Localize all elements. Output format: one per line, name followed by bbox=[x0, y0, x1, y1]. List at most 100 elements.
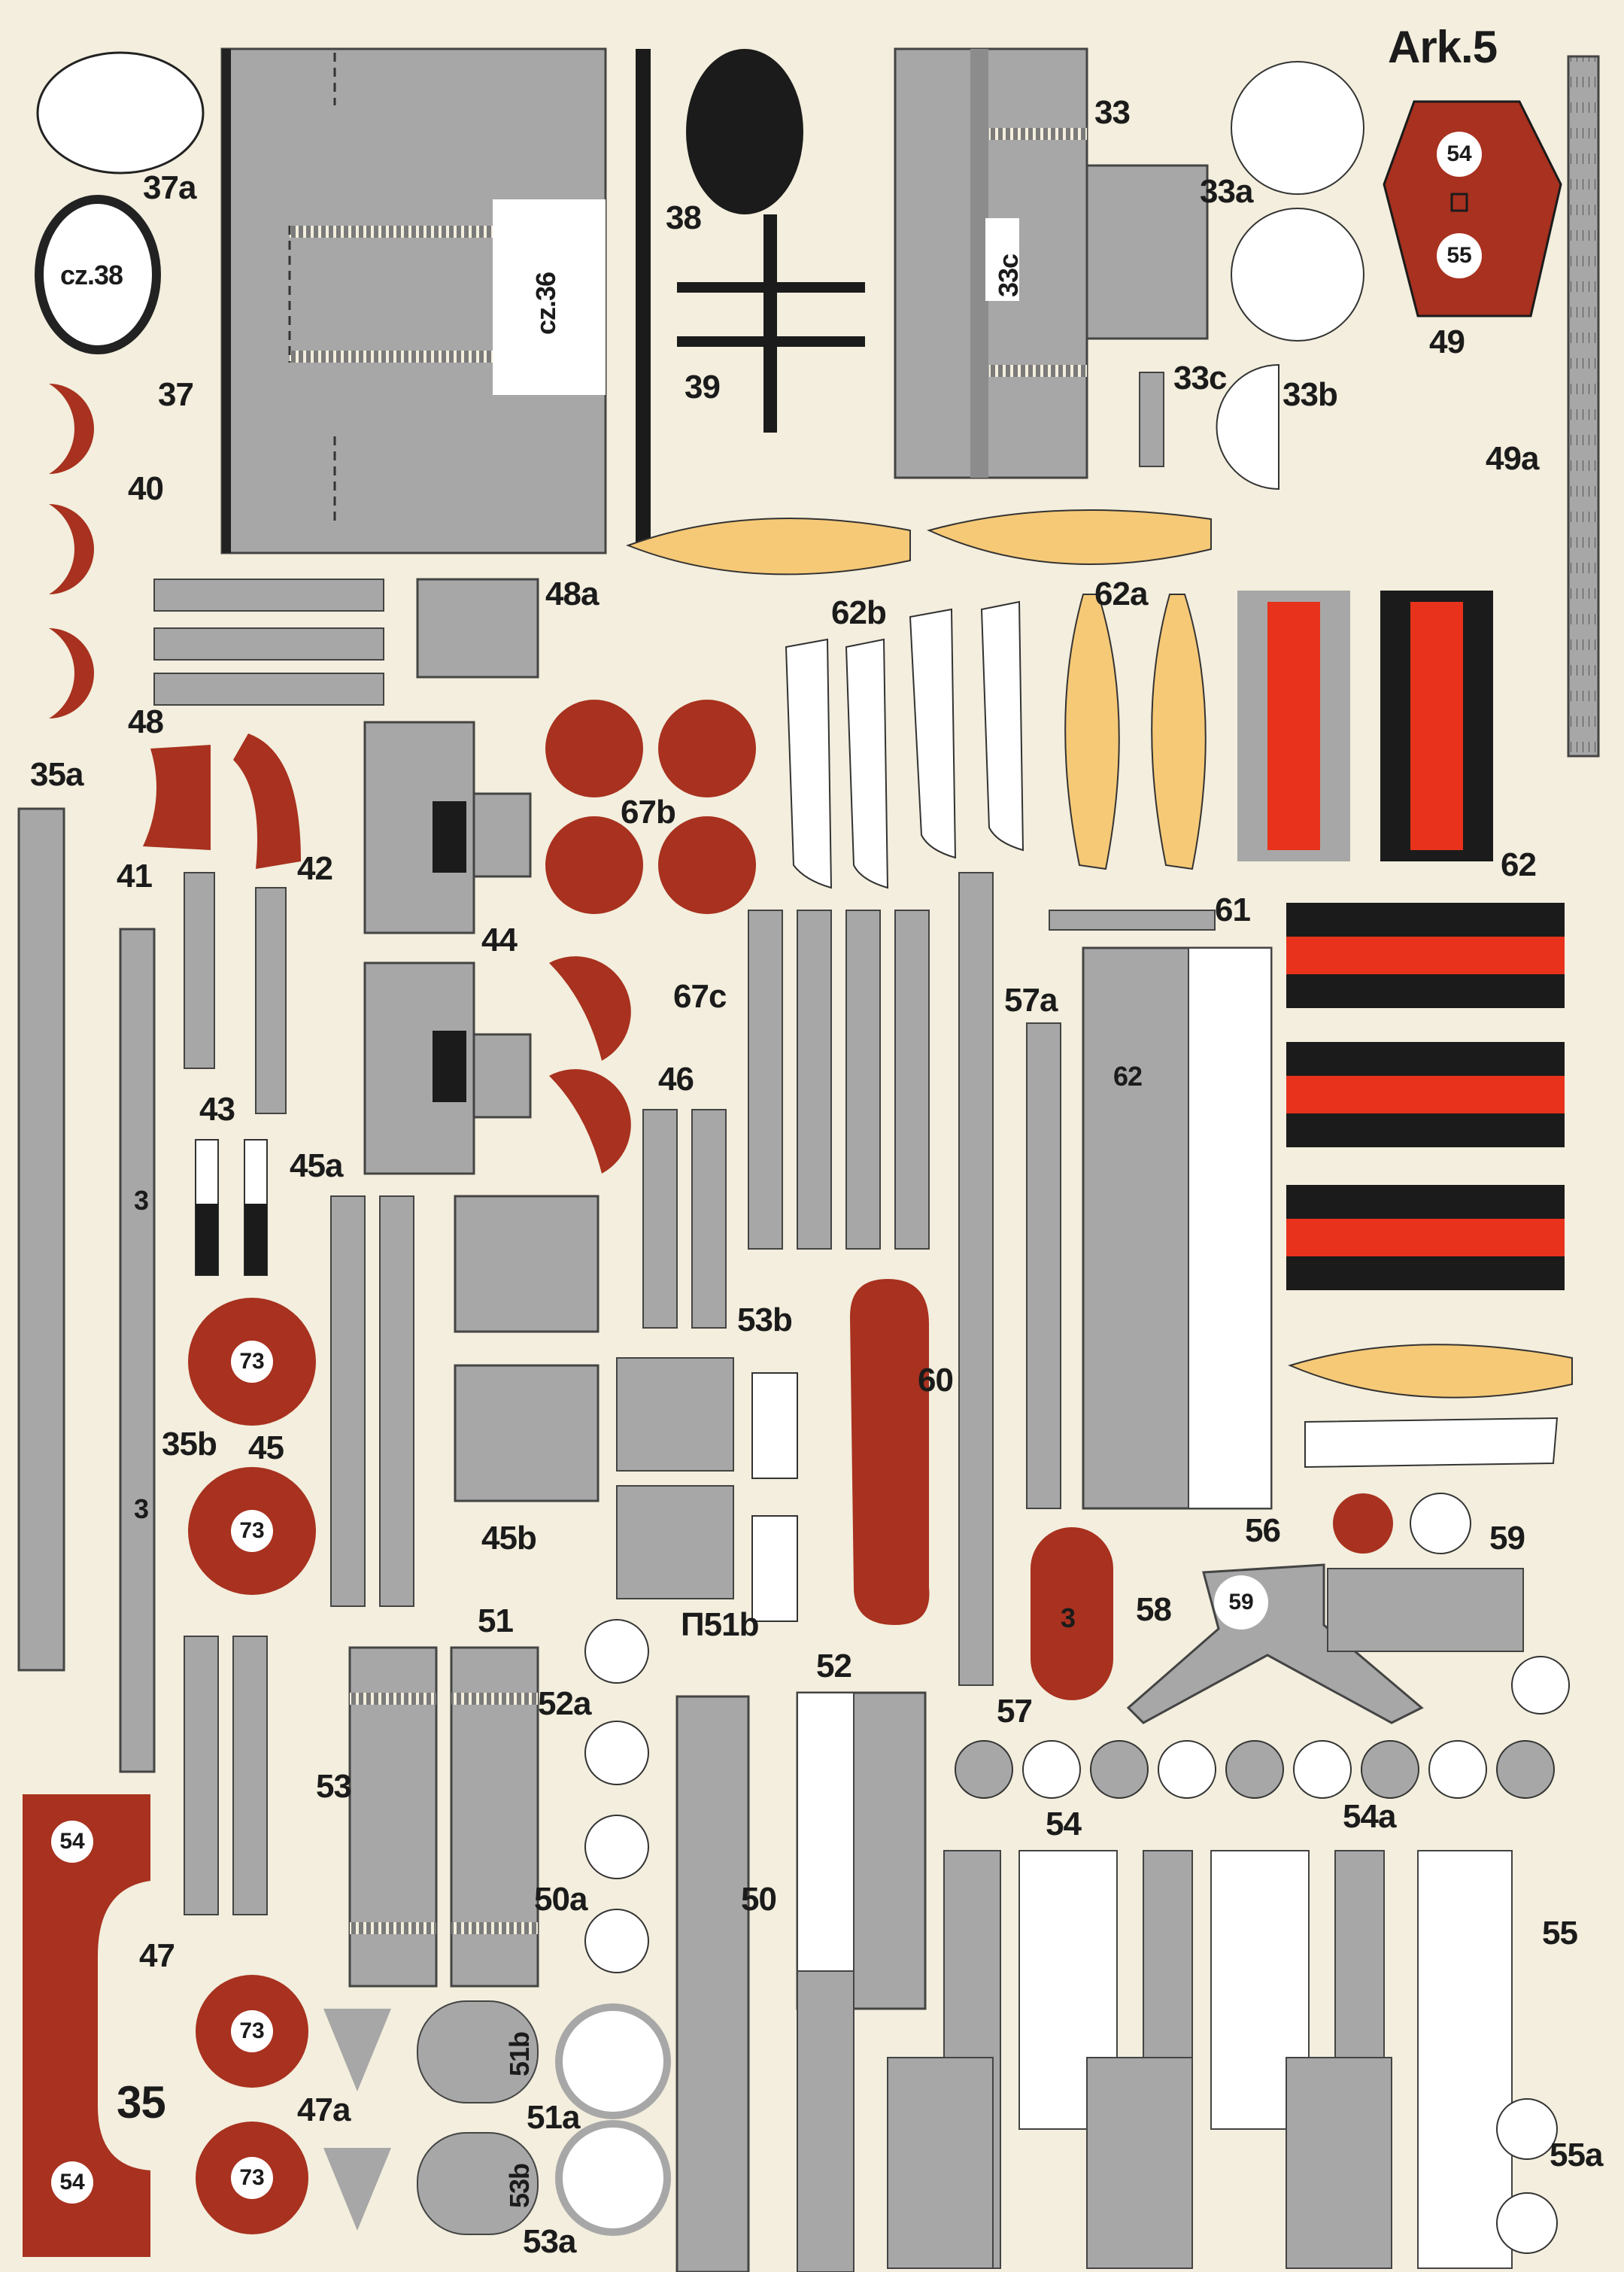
label-67c: 67c bbox=[673, 978, 727, 1015]
label-37: 37 bbox=[158, 376, 194, 413]
part-62b-sails bbox=[785, 600, 1024, 889]
label-41: 41 bbox=[117, 858, 153, 895]
label-46: 46 bbox=[658, 1061, 694, 1098]
label-47: 47 bbox=[139, 1937, 175, 1974]
part-47-strip-1 bbox=[184, 1636, 219, 1915]
part-35b-strip bbox=[119, 928, 156, 1773]
part-54a-discs bbox=[955, 1656, 1570, 1799]
disc-73-3: 73 bbox=[231, 2010, 273, 2052]
part-59-white-disc bbox=[1410, 1493, 1471, 1554]
label-51: 51 bbox=[478, 1602, 514, 1639]
label-33b: 33b bbox=[1283, 376, 1338, 413]
part-47a-triangle-1 bbox=[323, 2009, 391, 2091]
part-33-body bbox=[894, 47, 1209, 479]
part-56-panel-white bbox=[1188, 947, 1272, 1509]
part-45b-box-1 bbox=[454, 1195, 600, 1333]
disc-59: 59 bbox=[1220, 1581, 1262, 1624]
part-38-ring bbox=[35, 195, 161, 354]
label-53b-cap: 53b bbox=[504, 2163, 535, 2208]
part-46-strip-1 bbox=[642, 1109, 678, 1329]
label-48a: 48a bbox=[545, 576, 599, 612]
part-67b-discs bbox=[545, 700, 756, 914]
part-52-panel-white bbox=[797, 1692, 854, 2009]
label-47a: 47a bbox=[297, 2091, 351, 2128]
label-3-upper: 3 bbox=[134, 1185, 149, 1216]
label-35a: 35a bbox=[30, 756, 83, 793]
label-51b: 51b bbox=[504, 2031, 535, 2076]
part-33b-half bbox=[1216, 363, 1279, 491]
label-55: 55 bbox=[1542, 1915, 1578, 1952]
label-49a: 49a bbox=[1486, 440, 1539, 477]
label-54: 54 bbox=[1046, 1806, 1082, 1842]
part-47a-triangle-2 bbox=[323, 2148, 391, 2231]
part-33c-piece bbox=[1139, 372, 1164, 467]
label-45: 45 bbox=[248, 1429, 284, 1466]
part-52-lower bbox=[797, 1970, 854, 2272]
label-60: 60 bbox=[918, 1362, 954, 1399]
disc-54-upper: 54 bbox=[51, 1821, 93, 1863]
part-38-oval bbox=[686, 49, 803, 214]
part-36-panel bbox=[220, 47, 607, 554]
part-35a-strip bbox=[17, 807, 65, 1672]
part-44-boxes bbox=[363, 721, 532, 1175]
part-46-strip-2 bbox=[691, 1109, 727, 1329]
part-60-bar bbox=[850, 1279, 930, 1625]
disc-73-4: 73 bbox=[231, 2157, 273, 2199]
label-61: 61 bbox=[1215, 891, 1251, 928]
part-62-white-sail bbox=[1304, 1417, 1559, 1469]
part-33a-circle-2 bbox=[1231, 208, 1364, 342]
part-62a-hulls bbox=[626, 509, 1573, 1399]
label-51a: 51a bbox=[527, 2099, 580, 2136]
part-49a-strip bbox=[1567, 55, 1600, 758]
label-53b: 53b bbox=[737, 1302, 793, 1338]
part-46-pieces bbox=[549, 956, 631, 1174]
part-54-panels bbox=[887, 1850, 1513, 2269]
part-57a-strip bbox=[1026, 1022, 1061, 1509]
part-51-form bbox=[450, 1646, 539, 1988]
part-33a-circle-1 bbox=[1231, 61, 1364, 195]
label-39: 39 bbox=[685, 369, 721, 405]
part-55a-disc-1 bbox=[1496, 2098, 1558, 2160]
label-57a: 57a bbox=[1004, 982, 1058, 1019]
label-50a: 50a bbox=[534, 1881, 587, 1918]
part-38-bar bbox=[636, 49, 651, 545]
part-37a-oval bbox=[36, 51, 205, 175]
label-33c-inner: 33c bbox=[993, 254, 1024, 297]
label-45a: 45a bbox=[290, 1147, 343, 1184]
part-45a-strip-2 bbox=[379, 1195, 414, 1607]
part-47-strip-2 bbox=[232, 1636, 268, 1915]
label-33a: 33a bbox=[1200, 173, 1253, 210]
label-67b: 67b bbox=[621, 794, 676, 831]
label-56: 56 bbox=[1245, 1512, 1281, 1549]
disc-54-top: 54 bbox=[1438, 133, 1480, 175]
label-62b: 62b bbox=[831, 594, 887, 631]
part-57-mast bbox=[958, 872, 994, 1686]
part-39-cross bbox=[677, 214, 865, 433]
disc-73-1: 73 bbox=[231, 1341, 273, 1383]
label-33: 33 bbox=[1094, 94, 1131, 131]
part-45a-strip-1 bbox=[330, 1195, 366, 1607]
part-41-piece bbox=[143, 745, 211, 850]
label-62a: 62a bbox=[1094, 576, 1148, 612]
part-49-plate bbox=[1383, 100, 1562, 317]
part-51a-ring bbox=[555, 2003, 671, 2119]
part-35-plate bbox=[23, 1794, 150, 2257]
label-35b: 35b bbox=[162, 1426, 217, 1463]
label-35: 35 bbox=[117, 2077, 166, 2128]
label-52a: 52a bbox=[538, 1685, 591, 1722]
label-3-lower: 3 bbox=[134, 1493, 149, 1524]
label-43: 43 bbox=[199, 1091, 235, 1128]
part-59-dark-disc bbox=[1333, 1493, 1393, 1554]
part-41-ladder bbox=[184, 872, 215, 1069]
part-52a-discs bbox=[584, 1619, 649, 1973]
part-51b-cap bbox=[417, 2000, 539, 2103]
label-42: 42 bbox=[297, 850, 333, 887]
part-61-strip bbox=[1049, 910, 1216, 931]
part-50-panel bbox=[675, 1695, 750, 2272]
label-52: 52 bbox=[816, 1648, 852, 1684]
disc-73-2: 73 bbox=[231, 1510, 273, 1552]
label-58: 58 bbox=[1136, 1591, 1172, 1628]
label-57: 57 bbox=[997, 1693, 1033, 1730]
label-3-capsule: 3 bbox=[1061, 1602, 1076, 1633]
